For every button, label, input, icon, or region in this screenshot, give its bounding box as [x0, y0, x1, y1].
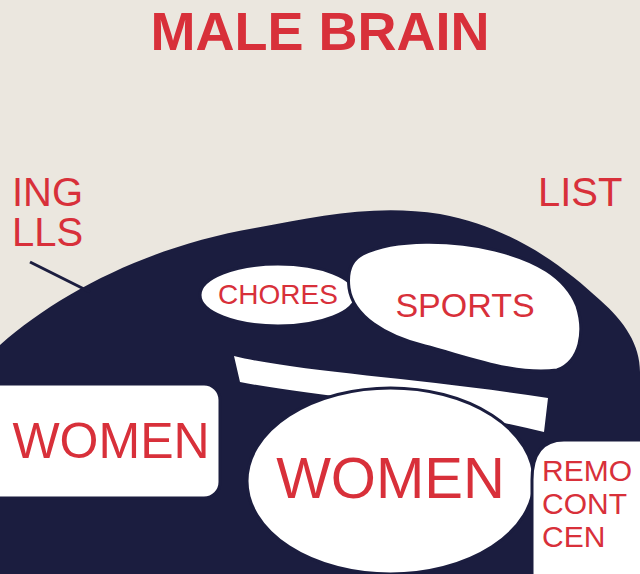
brain-region	[200, 264, 356, 326]
region-text: CHORES	[218, 279, 338, 310]
region-text: WOMEN	[12, 413, 209, 469]
brain-region-box: CHORES	[198, 262, 358, 328]
diagram-title: MALE BRAIN	[0, 4, 640, 58]
brain-region-box: WOMEN	[245, 386, 536, 574]
region-text: WOMEN	[276, 445, 505, 510]
region-text: REMO CONT CEN	[542, 454, 632, 553]
region-text-line: WOMEN	[276, 449, 505, 507]
brain-region-box: SPORTS	[345, 236, 585, 374]
region-text-line: CHORES	[218, 281, 338, 309]
region-text: SPORTS	[395, 286, 534, 324]
brain-region-box: REMO CONT CEN	[528, 440, 640, 574]
region-text-line: WOMEN	[12, 416, 209, 466]
brain-region	[532, 440, 640, 574]
region-text-line: REMO CONT CEN	[542, 454, 632, 553]
brain-region	[349, 242, 581, 371]
label-box: LIST	[538, 172, 622, 212]
region-text-line: SPORTS	[395, 288, 534, 322]
brain-region	[247, 388, 534, 574]
region-label: LIST	[538, 170, 622, 214]
label-box: ING LLS	[12, 172, 83, 252]
leader-line	[30, 262, 90, 292]
region-label: ING LLS	[12, 172, 83, 252]
brain-region-box: WOMEN	[0, 382, 222, 500]
brain-region	[0, 384, 220, 498]
